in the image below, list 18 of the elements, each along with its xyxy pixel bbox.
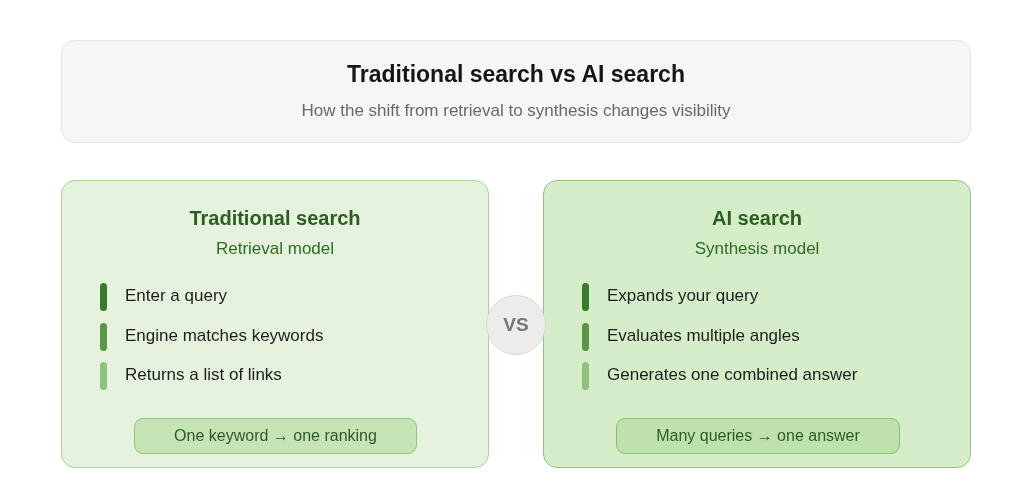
summary-pill: One keyword → one ranking [134, 418, 417, 454]
list-item-text: Enter a query [125, 286, 228, 307]
vs-circle: VS [486, 295, 546, 355]
list-item-text: Evaluates multiple angles [607, 326, 800, 347]
panel-subheading: Retrieval model [215, 239, 335, 260]
header-card [61, 40, 971, 143]
panel-heading: AI search [711, 206, 803, 230]
comparison-panel [61, 180, 489, 468]
panel-subheading: Synthesis model [694, 239, 820, 260]
panel-heading: Traditional search [189, 206, 361, 230]
list-item-text: Returns a list of links [125, 365, 282, 386]
comparison-panel [543, 180, 971, 468]
title-heading: Traditional search vs AI search [347, 61, 685, 89]
subtitle: How the shift from retrieval to synthesis changes visibility [301, 101, 731, 122]
list-item-text: Engine matches keywords [125, 326, 324, 347]
list-item-text: Generates one combined answer [607, 365, 858, 386]
list-item-text: Expands your query [607, 286, 759, 307]
summary-pill: Many queries → one answer [616, 418, 900, 454]
